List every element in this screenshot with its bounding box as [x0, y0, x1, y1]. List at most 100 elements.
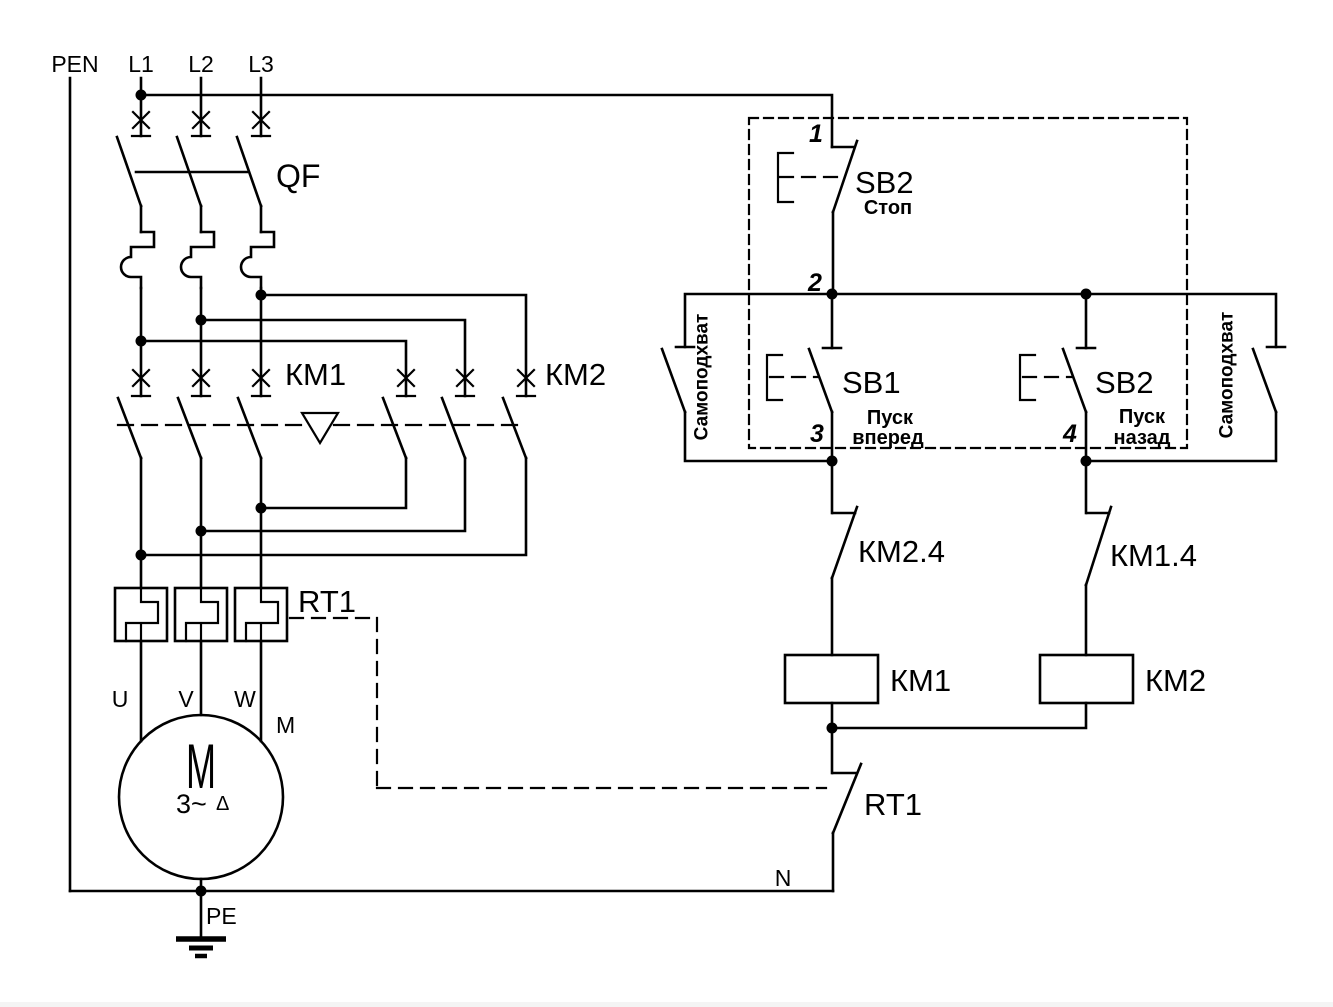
node-3-label: 3	[810, 420, 824, 448]
pen-label: PEN	[51, 51, 98, 77]
wire	[1084, 410, 1278, 463]
forward-caption-2: вперед	[852, 427, 924, 449]
stop-caption: Стоп	[864, 197, 912, 219]
qf-trip-element	[179, 230, 216, 290]
forward-caption-1: Пуск	[867, 407, 914, 429]
junction-dot	[255, 289, 267, 301]
km1-contact-blades	[116, 396, 263, 460]
contact-blade	[660, 347, 687, 414]
pe-ground: PE	[176, 889, 237, 959]
button-station-dashed-box	[747, 116, 1189, 450]
junction-dot	[1080, 288, 1092, 300]
contact-blade	[831, 139, 859, 214]
selfhold-left-contact: Самоподхват	[660, 314, 834, 463]
pushbutton-actuator-icon	[1018, 353, 1037, 402]
control-circuit: 1 SB2 Стоп 2 Самоподхват SB1	[660, 116, 1287, 893]
junction-dot	[195, 885, 207, 897]
terminal-x-icon	[130, 110, 152, 138]
phase-crossover-wires	[139, 456, 528, 557]
contact-terminals	[130, 368, 537, 398]
selfhold-left-label: Самоподхват	[692, 314, 713, 441]
km2-feed-l3	[259, 293, 528, 398]
forward-button-label: SB1	[842, 365, 901, 400]
neutral-label: N	[775, 865, 792, 891]
wire	[683, 410, 834, 463]
contact-blade	[1061, 347, 1088, 414]
motor-phase-label: 3~	[176, 789, 207, 819]
latch-triangle-icon	[300, 411, 340, 446]
km14-label: КМ1.4	[1110, 538, 1197, 573]
junction-dot	[826, 288, 838, 300]
forward-button-sb1: SB1 Пуск вперед 3	[765, 292, 924, 463]
terminal-u-label: U	[112, 686, 129, 712]
rt1-heaters: RT1	[113, 584, 356, 643]
rt1-mech-link	[288, 616, 828, 790]
stop-button-label: SB2	[855, 165, 914, 200]
node-2-label: 2	[807, 269, 822, 297]
qf-label: QF	[276, 158, 320, 194]
l2-label: L2	[188, 51, 214, 77]
power-circuit: PEN L1 L2 L3 QF	[51, 51, 835, 959]
qf-trip-element	[119, 230, 156, 290]
control-feed-wire	[139, 93, 834, 149]
control-rail-2	[683, 292, 1278, 349]
node-1-label: 1	[809, 120, 823, 148]
terminal-x-icon	[395, 368, 417, 398]
km2-coil: КМ2	[1038, 653, 1206, 705]
contact-blade	[1084, 505, 1113, 587]
km1-main-contacts: КМ1	[116, 357, 346, 460]
phase-drop-wires	[139, 76, 263, 138]
pushbutton-actuator-icon	[776, 151, 795, 204]
km2-main-contacts: КМ2	[381, 357, 606, 460]
qf-pole-wires	[139, 204, 263, 234]
km14-interlock-contact: КМ1.4	[1084, 460, 1197, 657]
reverse-caption-2: назад	[1114, 427, 1171, 449]
junction-dot	[135, 335, 147, 347]
contact-blade	[1251, 347, 1278, 414]
power-junctions	[135, 89, 267, 897]
junction-dot	[826, 455, 838, 467]
km1-contacts-label: КМ1	[285, 357, 346, 392]
reverse-caption-1: Пуск	[1119, 406, 1166, 428]
contact-blade	[807, 347, 834, 414]
junction-dot	[255, 502, 267, 514]
terminal-w-label: W	[234, 686, 256, 712]
motor-ref-label: M	[276, 712, 295, 738]
control-junctions	[826, 288, 1092, 734]
terminal-x-icon	[250, 368, 272, 398]
pushbutton-actuator-icon	[765, 353, 784, 402]
terminal-x-icon	[515, 368, 537, 398]
breaker-input-terminals	[130, 110, 272, 138]
junction-dot	[195, 525, 207, 537]
terminal-x-icon	[454, 368, 476, 398]
l3-label: L3	[248, 51, 274, 77]
contact-blade	[831, 762, 863, 835]
junction-dot	[195, 314, 207, 326]
junction-dot	[826, 722, 838, 734]
rt1-contact-label: RT1	[864, 787, 922, 822]
node-4-label: 4	[1062, 420, 1077, 448]
km2-feed-l2	[199, 318, 467, 398]
rt1-heater-glyph	[184, 586, 220, 643]
reverse-button-sb2: SB2 Пуск назад 4	[1018, 292, 1171, 463]
terminal-x-icon	[250, 110, 272, 138]
km24-label: КМ2.4	[858, 534, 945, 569]
km2-coil-box	[1038, 653, 1135, 705]
l1-label: L1	[128, 51, 154, 77]
km1-coil-box	[783, 653, 880, 705]
coil-return-wire	[830, 701, 1088, 730]
terminal-x-icon	[130, 368, 152, 398]
qf-trip-element	[239, 230, 276, 290]
qf-breaker: QF	[115, 135, 320, 290]
terminal-v-label: V	[178, 686, 194, 712]
terminal-x-icon	[190, 368, 212, 398]
stop-button-sb2: 1 SB2 Стоп	[776, 120, 914, 296]
selfhold-right-label: Самоподхват	[1217, 312, 1238, 439]
km1-coil: КМ1	[783, 653, 951, 705]
pe-label: PE	[206, 903, 237, 929]
contact-blade	[830, 505, 859, 580]
motor-lead-wires	[139, 639, 263, 743]
junction-dot	[135, 89, 147, 101]
